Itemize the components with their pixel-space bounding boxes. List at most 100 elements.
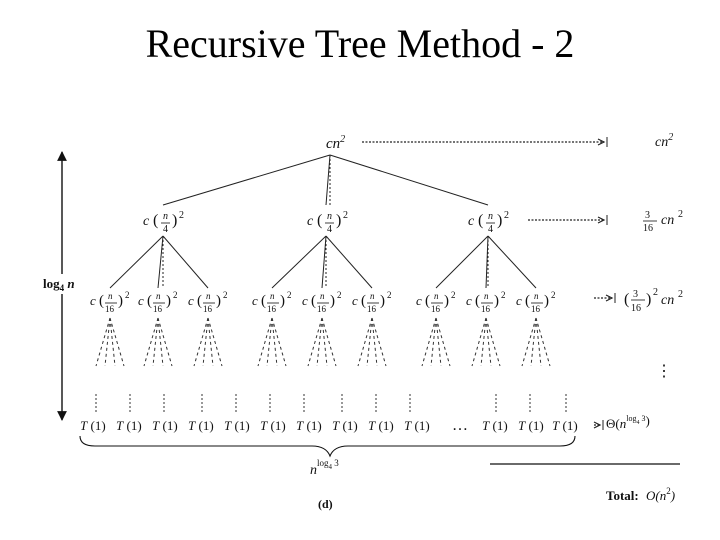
leaf-brace (79, 435, 576, 458)
svg-text:2: 2 (337, 290, 342, 300)
leaf-node: T (1) (368, 418, 394, 433)
svg-text:n: n (370, 291, 375, 301)
svg-text:): ) (646, 291, 651, 308)
svg-text:): ) (216, 293, 221, 309)
level2-node: c(n16)2 (302, 290, 342, 314)
leaf-node: T (1) (260, 418, 286, 433)
svg-text:): ) (330, 293, 335, 309)
svg-text:c: c (468, 214, 475, 229)
svg-text:): ) (280, 293, 285, 309)
svg-text:): ) (166, 293, 171, 309)
svg-text:(: ( (153, 212, 158, 229)
svg-text:3: 3 (645, 210, 650, 221)
level1-node: c ( n 4 ) 2 (307, 210, 348, 235)
leaf-node: T (1) (332, 418, 358, 433)
level-cost-1: 3 16 cn 2 (643, 209, 683, 234)
level2-node: c(n16)2 (516, 290, 556, 314)
svg-text:(: ( (425, 293, 430, 309)
svg-text:n: n (488, 211, 493, 222)
leaf-node: T (1) (116, 418, 142, 433)
svg-text:c: c (516, 293, 522, 308)
svg-text:2: 2 (287, 290, 292, 300)
svg-text:2: 2 (678, 209, 683, 220)
level1-node: c ( n 4 ) 2 (468, 210, 509, 235)
svg-text:c: c (252, 293, 258, 308)
svg-text:): ) (444, 293, 449, 309)
svg-text:(: ( (361, 293, 366, 309)
svg-text:): ) (118, 293, 123, 309)
leaf-ellipsis: … (452, 417, 468, 434)
level2-node: c( n 16)2 (252, 290, 292, 314)
svg-text:(: ( (624, 291, 629, 308)
tree-edges (95, 154, 567, 414)
svg-text:(: ( (475, 293, 480, 309)
svg-text:c: c (307, 214, 314, 229)
level2-node: c(n16)2 (188, 290, 228, 314)
svg-text:16: 16 (481, 304, 491, 314)
leaf-node: T (1) (518, 418, 544, 433)
level2-node: c(n16)2 (352, 290, 392, 314)
svg-text:cn: cn (661, 293, 674, 308)
svg-text:c: c (90, 293, 96, 308)
figure-label: (d) (318, 497, 333, 511)
svg-text:4: 4 (163, 224, 168, 235)
svg-text:(: ( (478, 212, 483, 229)
leaf-node: T (1) (296, 418, 322, 433)
svg-text:c: c (302, 293, 308, 308)
svg-text:16: 16 (267, 304, 277, 314)
leaf-node: T (1) (552, 418, 578, 433)
svg-text:2: 2 (223, 290, 228, 300)
svg-text:4: 4 (327, 224, 332, 235)
svg-text:n: n (156, 291, 161, 301)
svg-text:n: n (270, 291, 275, 301)
leaf-row: T (1) T (1) T (1) T (1) T (1) T (1) T (1) T (1)… (80, 417, 578, 434)
svg-text:2: 2 (343, 210, 348, 221)
svg-text:): ) (172, 212, 177, 229)
svg-text:(: ( (317, 212, 322, 229)
svg-text:16: 16 (153, 304, 163, 314)
leaf-node: T (1) (152, 418, 178, 433)
svg-text:c: c (138, 293, 144, 308)
svg-text:n: n (534, 291, 539, 301)
svg-text:16: 16 (631, 303, 641, 314)
svg-text:c: c (352, 293, 358, 308)
height-label: log4 n (43, 276, 75, 293)
svg-text:2: 2 (501, 290, 506, 300)
level2-node: c(n16)2 (138, 290, 178, 314)
svg-text:16: 16 (531, 304, 541, 314)
svg-text:2: 2 (451, 290, 456, 300)
leaf-node: T (1) (188, 418, 214, 433)
total-value: O(n2) (646, 486, 675, 503)
leaf-node: T (1) (404, 418, 430, 433)
svg-text:2: 2 (387, 290, 392, 300)
svg-text:(: ( (525, 293, 530, 309)
svg-text:2: 2 (551, 290, 556, 300)
svg-text:2: 2 (125, 290, 130, 300)
svg-text:3: 3 (633, 289, 638, 300)
level-cost-ellipsis: ⋮ (656, 363, 672, 380)
leaf-node: T (1) (80, 418, 106, 433)
level2-node: c(n16)2 (466, 290, 506, 314)
level2-node: c(n16)2 (90, 290, 130, 314)
svg-text:cn: cn (661, 213, 674, 228)
svg-text:(: ( (197, 293, 202, 309)
total-label: Total: (606, 488, 639, 503)
svg-text:4: 4 (488, 224, 493, 235)
cost-arrows (362, 137, 616, 430)
leaf-node: T (1) (224, 418, 250, 433)
svg-text:16: 16 (367, 304, 377, 314)
svg-text:n: n (320, 291, 325, 301)
svg-text:n: n (484, 291, 489, 301)
svg-text:c: c (188, 293, 194, 308)
level-cost-0: cn2 (655, 132, 673, 150)
svg-text:(: ( (147, 293, 152, 309)
svg-text:(: ( (261, 293, 266, 309)
slide-title: Recursive Tree Method - 2 (145, 21, 575, 66)
level-cost-2: ( 3 16 ) 2 cn 2 (624, 287, 683, 314)
level2-node: c(n16)2 (416, 290, 456, 314)
svg-text:16: 16 (317, 304, 327, 314)
svg-text:n: n (163, 211, 168, 222)
leaf-count-label: nlog4 3 (310, 458, 339, 478)
